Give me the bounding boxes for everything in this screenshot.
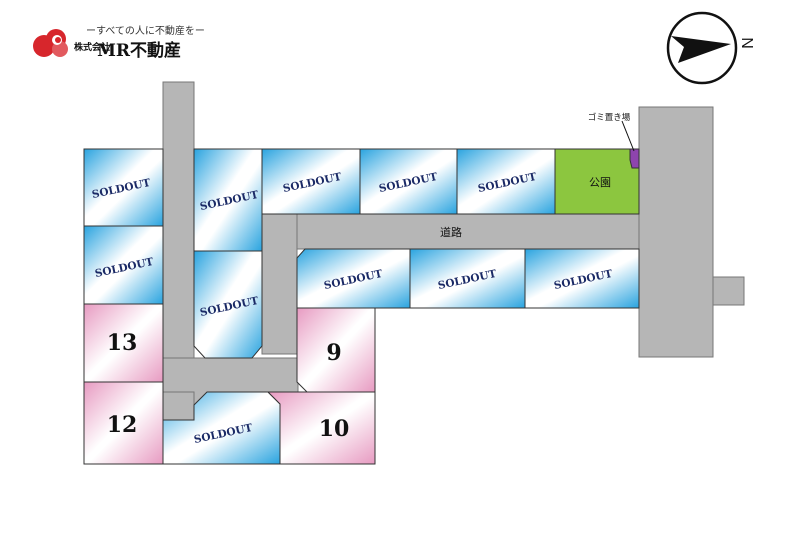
compass: N — [666, 11, 755, 85]
north-arrow-icon — [671, 36, 731, 63]
lot-10[interactable] — [266, 391, 376, 465]
logo-tagline: ーすべての人に不動産をー — [86, 26, 205, 37]
park-area — [554, 148, 640, 215]
compass-north-letter: N — [738, 37, 755, 49]
company-name-text: MR不動産 — [97, 41, 182, 61]
lot-12[interactable] — [83, 381, 164, 465]
lot-13-number: 13 — [107, 330, 138, 356]
lot-9-number: 9 — [326, 340, 341, 366]
lot-c3[interactable] — [524, 248, 640, 309]
road-label: 道路 — [440, 225, 462, 239]
garbage-label: ゴミ置き場 — [588, 112, 631, 123]
lot-12-number: 12 — [107, 412, 138, 438]
logo-mark-icon — [33, 29, 68, 57]
company-name: 株式会社 MR不動産 — [74, 36, 181, 61]
company-prefix: 株式会社 — [74, 43, 111, 53]
lot-10-number: 10 — [319, 416, 350, 442]
road-area — [162, 81, 745, 423]
garbage-station — [629, 148, 640, 169]
park-label: 公園 — [589, 176, 611, 189]
lots-group — [83, 148, 640, 465]
garbage-leader-line — [621, 120, 635, 152]
lot-b2[interactable] — [193, 250, 263, 359]
company-logo — [30, 22, 230, 62]
